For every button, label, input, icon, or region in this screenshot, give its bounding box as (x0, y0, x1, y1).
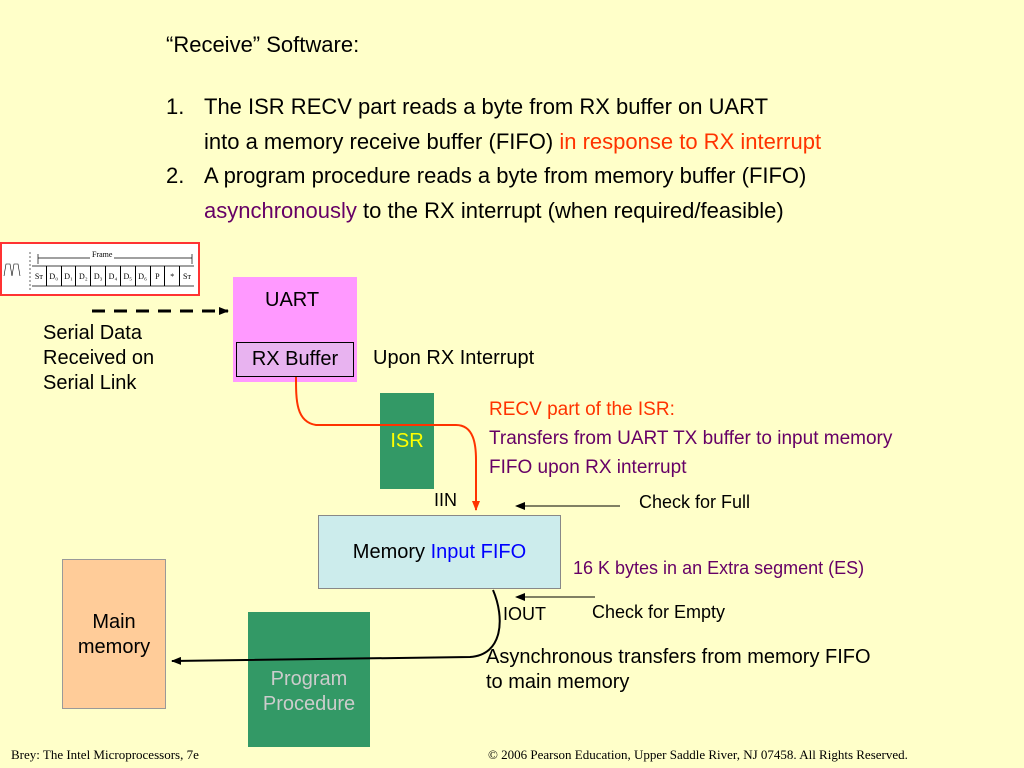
step-1-line-2: into a memory receive buffer (FIFO) in r… (204, 129, 821, 155)
step-1-line-1: The ISR RECV part reads a byte from RX b… (204, 94, 769, 119)
uart-label: UART (265, 289, 320, 311)
upon-rx-interrupt-label: Upon RX Interrupt (373, 347, 535, 369)
step-1: 1. The ISR RECV part reads a byte from R… (166, 94, 1016, 154)
step-2-line-2-normal: to the RX interrupt (when required/feasi… (363, 198, 784, 223)
heading: “Receive” Software: (166, 32, 360, 57)
async-transfer-label-line-2: to main memory (486, 671, 630, 693)
step-2-line-2-highlight: asynchronously (204, 198, 357, 223)
iin-label: IIN (434, 490, 458, 510)
serial-data-label-line-3: Serial Link (43, 372, 137, 394)
main-memory-label-line-1: Main (92, 611, 136, 633)
step-1-line-2-highlight: in response to RX interrupt (559, 129, 822, 154)
fifo-to-main-memory-connector (171, 589, 501, 665)
async-transfer-label-line-1: Asynchronous transfers from memory FIFO (486, 646, 871, 668)
main-memory-label-line-2: memory (77, 636, 151, 658)
serial-frame-graphic (3, 252, 194, 290)
fifo-label-highlight: Input FIFO (430, 540, 527, 563)
frame-cell-star: * (165, 266, 181, 286)
frame-cell-d0: D₀ (47, 266, 62, 286)
frame-cell-parity: P (151, 266, 166, 286)
iout-label: IOUT (503, 604, 546, 624)
footer-right: © 2006 Pearson Education, Upper Saddle R… (488, 747, 908, 762)
frame-cell-d5: D₅ (121, 266, 136, 286)
memory-input-fifo-box: Memory Input FIFO (318, 515, 561, 589)
step-2-number: 2. (166, 163, 185, 188)
recv-isr-title: RECV part of the ISR: (489, 399, 675, 420)
recv-isr-desc-line-2: FIFO upon RX interrupt (489, 457, 687, 478)
frame-cell-d3: D₃ (91, 266, 107, 286)
step-2-line-1: A program procedure reads a byte from me… (204, 163, 807, 188)
step-2: 2. A program procedure reads a byte from… (166, 163, 1016, 223)
serial-data-label-line-1: Serial Data (43, 322, 142, 344)
serial-data-label: Serial Data Received on Serial Link (43, 321, 154, 396)
check-for-empty-label: Check for Empty (592, 602, 726, 622)
serial-data-label-line-2: Received on (43, 347, 155, 369)
frame-label: Frame (90, 250, 115, 259)
rx-to-fifo-connector (295, 376, 480, 511)
frame-cell-d2: D₂ (76, 266, 92, 286)
step-1-line-2-normal: into a memory receive buffer (FIFO) (204, 129, 554, 154)
frame-cell-start: Sᴛ (32, 266, 47, 286)
footer-left: Brey: The Intel Microprocessors, 7e (11, 747, 199, 762)
frame-cell-d4: D₄ (106, 266, 121, 286)
step-1-number: 1. (166, 94, 185, 119)
program-procedure-label-line-2: Procedure (262, 693, 356, 715)
async-transfer-label: Asynchronous transfers from memory FIFO … (486, 645, 871, 695)
rx-buffer-box: RX Buffer (236, 342, 354, 377)
check-for-full-label: Check for Full (639, 492, 751, 512)
frame-cell-stop: Sᴛ (183, 271, 191, 281)
main-memory-box: Main memory (62, 559, 166, 709)
recv-isr-desc-line-1: Transfers from UART TX buffer to input m… (489, 428, 893, 449)
step-2-line-2: asynchronously to the RX interrupt (when… (204, 198, 784, 224)
serial-frame-diagram: Frame Sᴛ D₀ D₁ D₂ D₃ D₄ D₅ D₆ P * Sᴛ (0, 242, 200, 296)
program-procedure-box: Program Procedure (248, 612, 370, 747)
program-procedure-label-line-1: Program (270, 668, 348, 690)
frame-cells: Sᴛ D₀ D₁ D₂ D₃ D₄ D₅ D₆ P * Sᴛ (32, 266, 194, 286)
frame-cell-d6: D₆ (136, 266, 151, 286)
es-segment-label: 16 K bytes in an Extra segment (ES) (573, 558, 865, 578)
frame-cell-d1: D₁ (62, 266, 77, 286)
isr-box: ISR (380, 393, 434, 489)
fifo-label-prefix: Memory (352, 540, 426, 563)
